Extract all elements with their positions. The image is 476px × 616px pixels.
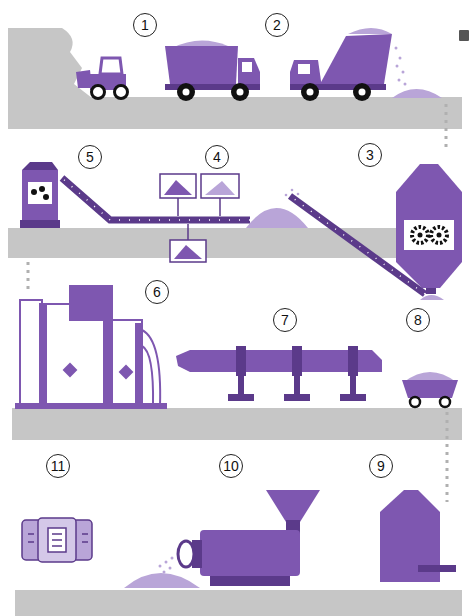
callout-number: 7 <box>273 308 297 332</box>
rotary-kiln <box>176 346 382 401</box>
callout-number: 3 <box>358 143 382 167</box>
ground-band <box>12 408 462 440</box>
loader <box>76 58 128 99</box>
callout-number: 6 <box>145 280 169 304</box>
callout-number: 8 <box>406 308 430 332</box>
flow-dots <box>446 412 449 502</box>
dump-truck <box>290 28 442 101</box>
crusher <box>20 162 60 228</box>
ground-band <box>15 590 462 616</box>
callout-number: 11 <box>46 454 70 478</box>
storage-tanks <box>16 286 166 408</box>
callout-number: 4 <box>205 145 229 169</box>
ground-band <box>8 228 462 258</box>
cement-bags <box>22 518 92 562</box>
cement-silo <box>380 490 456 582</box>
quarry-ground <box>8 28 462 129</box>
haul-truck <box>165 40 260 101</box>
callout-number: 9 <box>369 454 393 478</box>
conveyor <box>62 178 425 294</box>
callout-number: 1 <box>133 13 157 37</box>
sample-callouts <box>160 174 239 262</box>
cement-mill <box>124 490 320 588</box>
flow-dots <box>27 262 30 290</box>
flow-dots <box>445 104 448 150</box>
callout-number: 10 <box>219 454 243 478</box>
corner-icon <box>459 30 469 41</box>
clinker-cart <box>402 372 458 407</box>
callout-number: 2 <box>265 13 289 37</box>
callout-number: 5 <box>78 145 102 169</box>
